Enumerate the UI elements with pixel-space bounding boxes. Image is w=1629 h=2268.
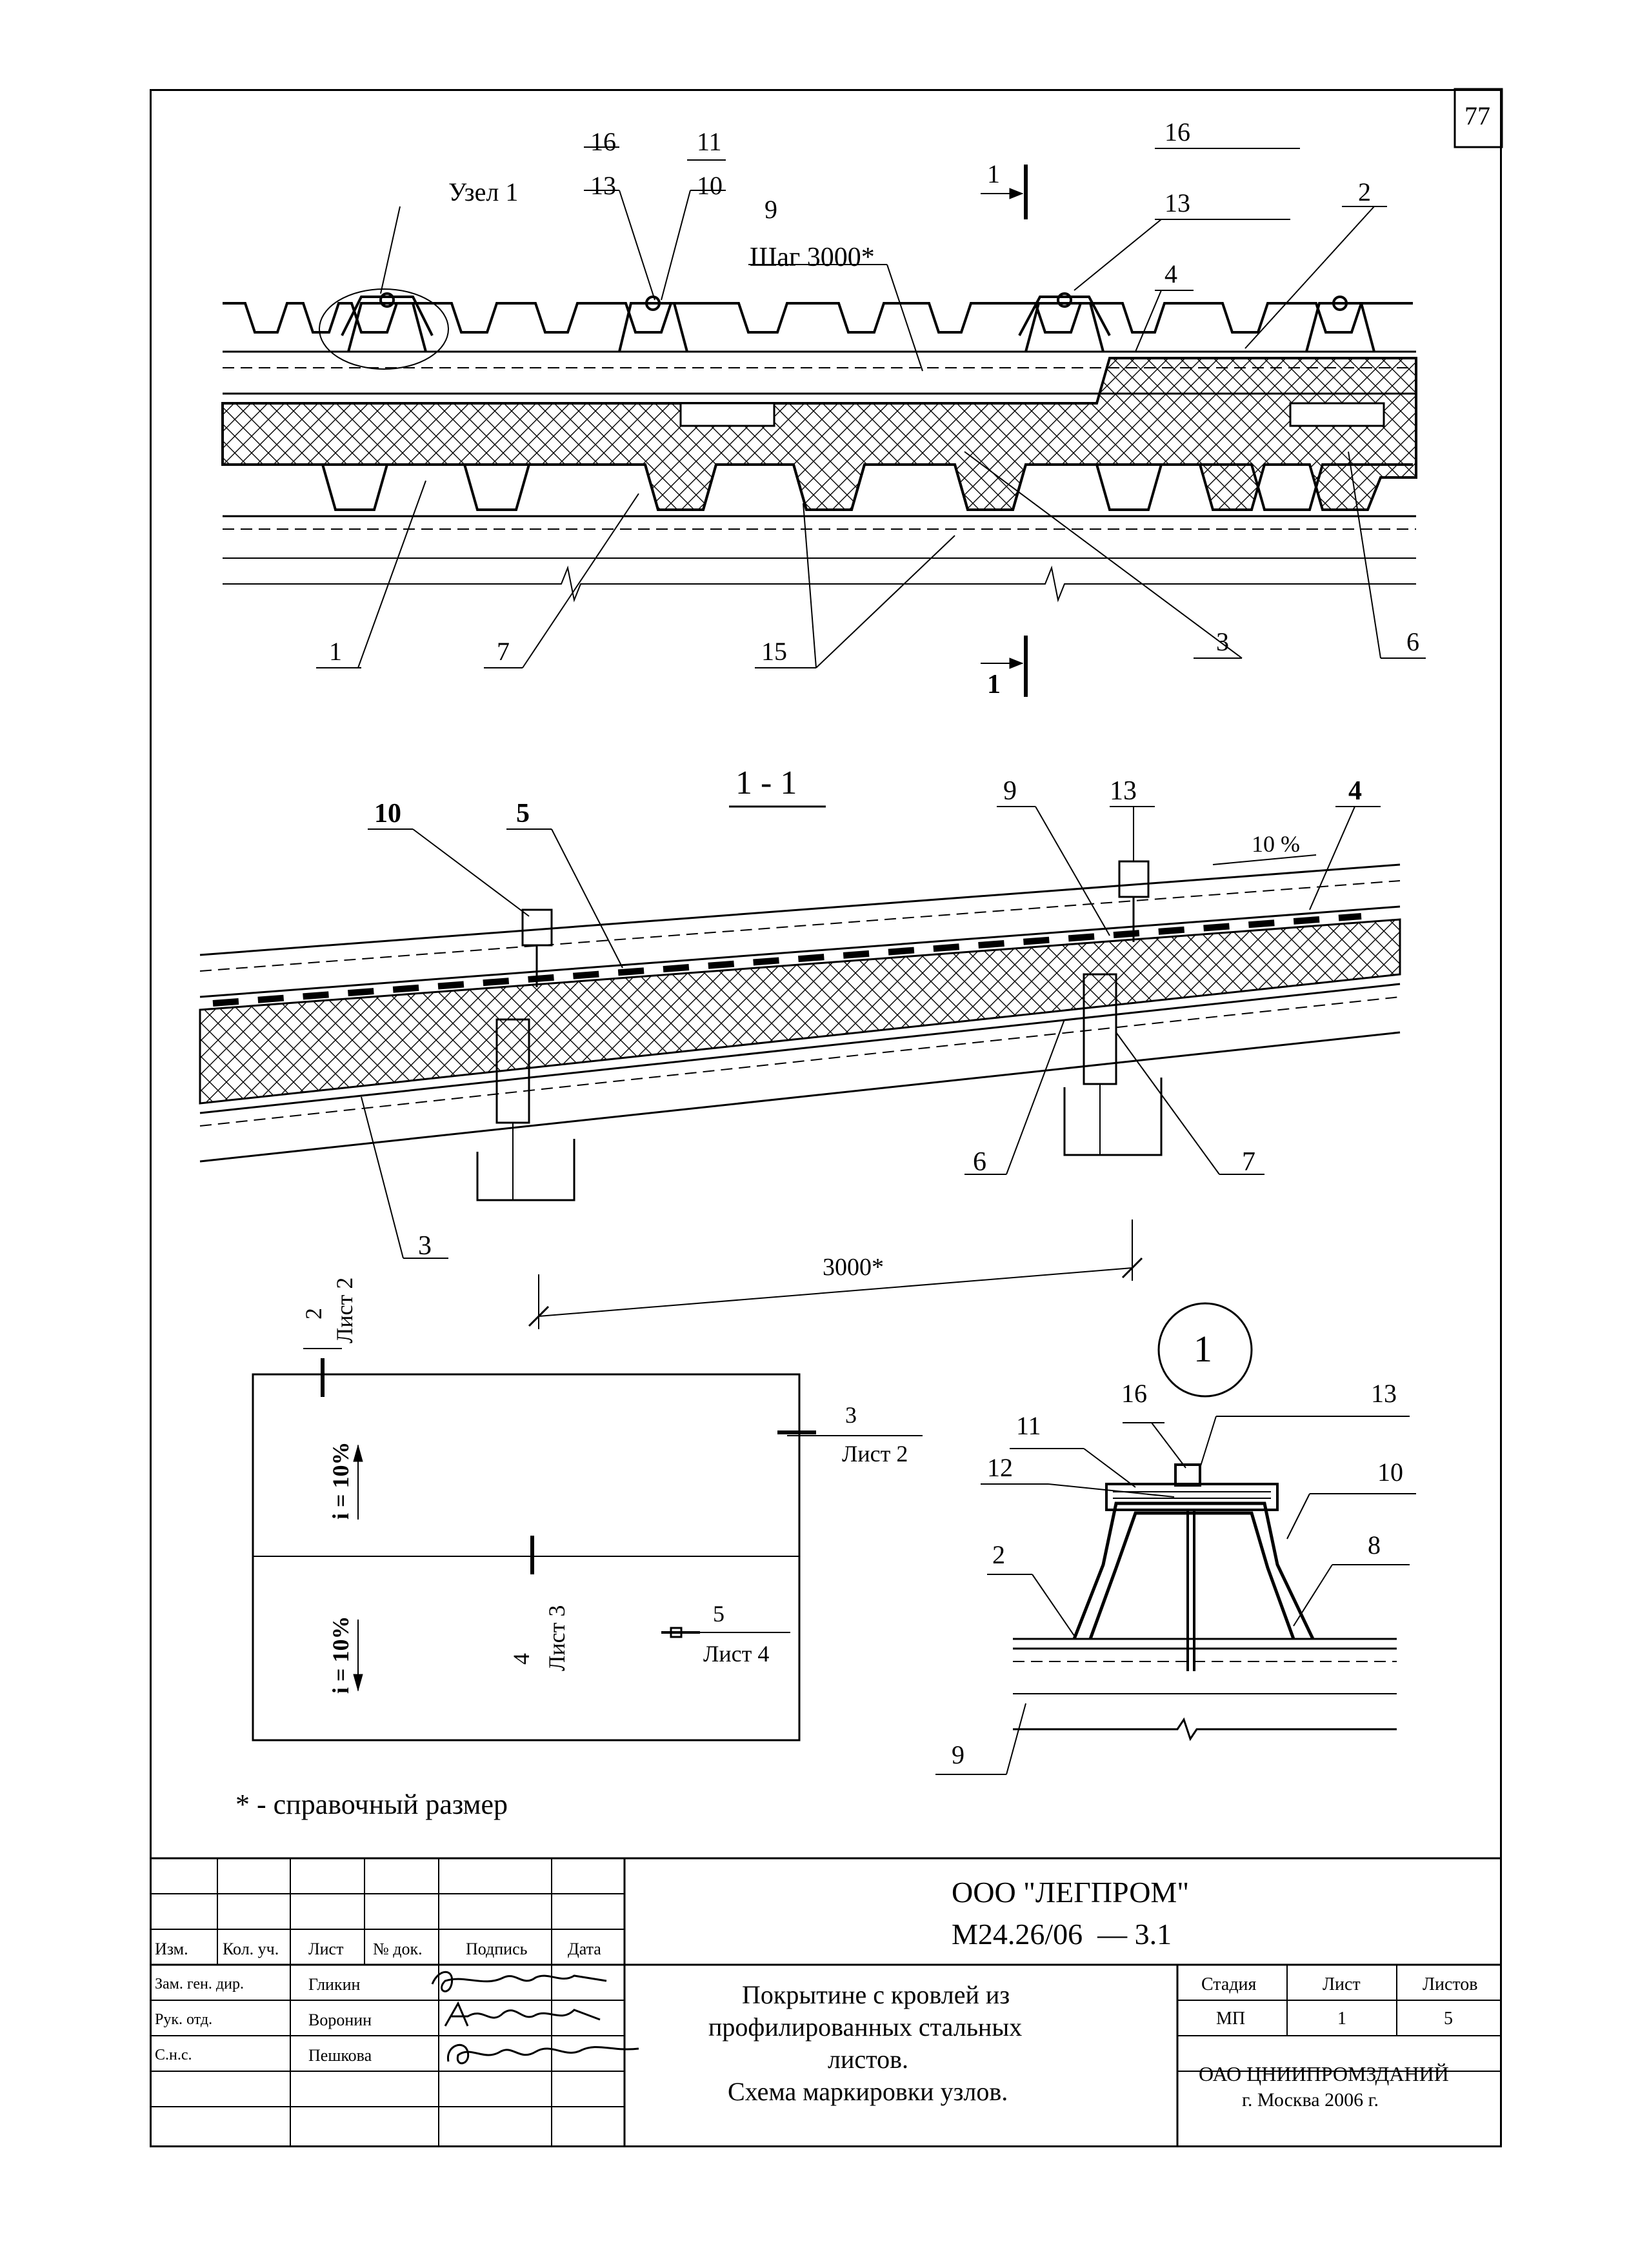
sheet-number-box [1454, 88, 1503, 148]
mark-2-num: 2 [301, 1308, 326, 1320]
callout: 12 [987, 1453, 1013, 1482]
callout: 13 [1164, 188, 1190, 217]
sheets-value: 5 [1444, 2009, 1453, 2029]
slope-label: 10 % [1252, 831, 1300, 857]
upper-profiled-sheet [223, 302, 1413, 334]
callout: 13 [1110, 776, 1137, 806]
node-number: 1 [1194, 1328, 1212, 1370]
footnote: * - справочный размер [235, 1789, 508, 1820]
callout: 9 [765, 195, 777, 224]
callout: 8 [1368, 1530, 1381, 1560]
callout: 3 [1216, 627, 1229, 656]
role-3: С.н.с. [155, 2047, 192, 2063]
callout: 2 [1358, 177, 1371, 206]
section-mark-top: 1 [987, 159, 1000, 188]
section-title: 1 - 1 [735, 765, 797, 801]
title-line-3: листов. [828, 2045, 908, 2074]
callout: 16 [1164, 117, 1190, 146]
callout: 7 [497, 637, 510, 666]
callout: 6 [973, 1147, 986, 1177]
name-1: Гликин [308, 1975, 361, 1994]
callout: 5 [516, 799, 530, 828]
section-mark-bottom: 1 [987, 670, 1001, 699]
designer-org: ОАО ЦНИИПРОМЗДАНИЙ [1199, 2062, 1449, 2085]
callout: 9 [1003, 776, 1017, 806]
sheets-header: Листов [1423, 1974, 1478, 1994]
stage-header: Стадия [1201, 1974, 1257, 1994]
title-line-4: Схема маркировки узлов. [728, 2077, 1008, 2106]
callout: 10 [374, 799, 401, 828]
node-1-detail [935, 1302, 1416, 1775]
sheet-value: 1 [1337, 2009, 1346, 2029]
mark-5-sheet: Лист 4 [703, 1641, 770, 1667]
callout: 15 [761, 637, 787, 666]
node-label: Узел 1 [448, 177, 519, 206]
callout: 3 [418, 1231, 432, 1261]
mark-2-sheet: Лист 2 [332, 1277, 357, 1343]
mark-3-num: 3 [845, 1402, 857, 1428]
callout: 16 [1121, 1379, 1147, 1408]
callout: 16 [590, 127, 616, 156]
signature-3 [447, 2043, 639, 2065]
name-2: Воронин [308, 2011, 372, 2029]
insulation-layer [221, 357, 1417, 511]
name-3: Пешкова [308, 2046, 372, 2065]
drawing-frame [150, 89, 1502, 2147]
callout: 7 [1242, 1147, 1255, 1177]
mark-4-sheet: Лист 3 [544, 1605, 570, 1671]
callout: 10 [697, 171, 723, 200]
callout: 9 [952, 1740, 964, 1769]
dimension-label: 3000* [823, 1254, 884, 1281]
callout: 4 [1164, 259, 1177, 288]
sheet-number: 77 [1464, 101, 1490, 130]
role-2: Рук. отд. [155, 2011, 213, 2028]
slope-bottom: i = 10% [328, 1616, 354, 1694]
doc-code: М24.26/06 — 3.1 [952, 1918, 1172, 1951]
callout: 13 [590, 171, 616, 200]
hdr-sign: Подпись [466, 1940, 528, 1958]
callout: 6 [1406, 627, 1419, 656]
hdr-izm: Изм. [155, 1940, 188, 1958]
hdr-list: Лист [308, 1940, 344, 1958]
marking-scheme [252, 1348, 923, 1741]
callout: 2 [992, 1540, 1005, 1569]
callout: 11 [697, 127, 722, 156]
role-1: Зам. ген. дир. [155, 1976, 244, 1992]
mark-4-num: 4 [508, 1653, 534, 1665]
insulation-section [199, 918, 1401, 1105]
callout: 13 [1371, 1379, 1397, 1408]
signature-1 [431, 1971, 607, 1992]
roof-plan-section [221, 146, 1426, 697]
designer-city: г. Москва 2006 г. [1242, 2089, 1379, 2111]
title-block-grid [150, 1857, 1502, 2147]
slope-top: i = 10% [328, 1441, 354, 1520]
hdr-date: Дата [568, 1940, 601, 1958]
sheet-header: Лист [1323, 1974, 1361, 1994]
section-1-1 [199, 805, 1401, 1329]
mark-5-num: 5 [713, 1601, 725, 1627]
signature-2 [444, 2001, 601, 2027]
lower-profiled-deck [223, 463, 1413, 511]
callout: 11 [1016, 1411, 1041, 1440]
title-line-2: профилированных стальных [708, 2012, 1023, 2042]
mark-3-sheet: Лист 2 [842, 1441, 908, 1467]
callout: 4 [1348, 776, 1362, 806]
hdr-kol: Кол. уч. [223, 1940, 279, 1958]
stage-value: МП [1216, 2009, 1246, 2029]
org-name: ООО "ЛЕГПРОМ" [952, 1876, 1190, 1909]
title-line-1: Покрытине с кровлей из [742, 1980, 1010, 2009]
hdr-ndoc: № док. [373, 1940, 423, 1958]
callout: 10 [1377, 1458, 1403, 1487]
step-label: Шаг 3000* [750, 243, 875, 272]
callout: 1 [329, 637, 342, 666]
